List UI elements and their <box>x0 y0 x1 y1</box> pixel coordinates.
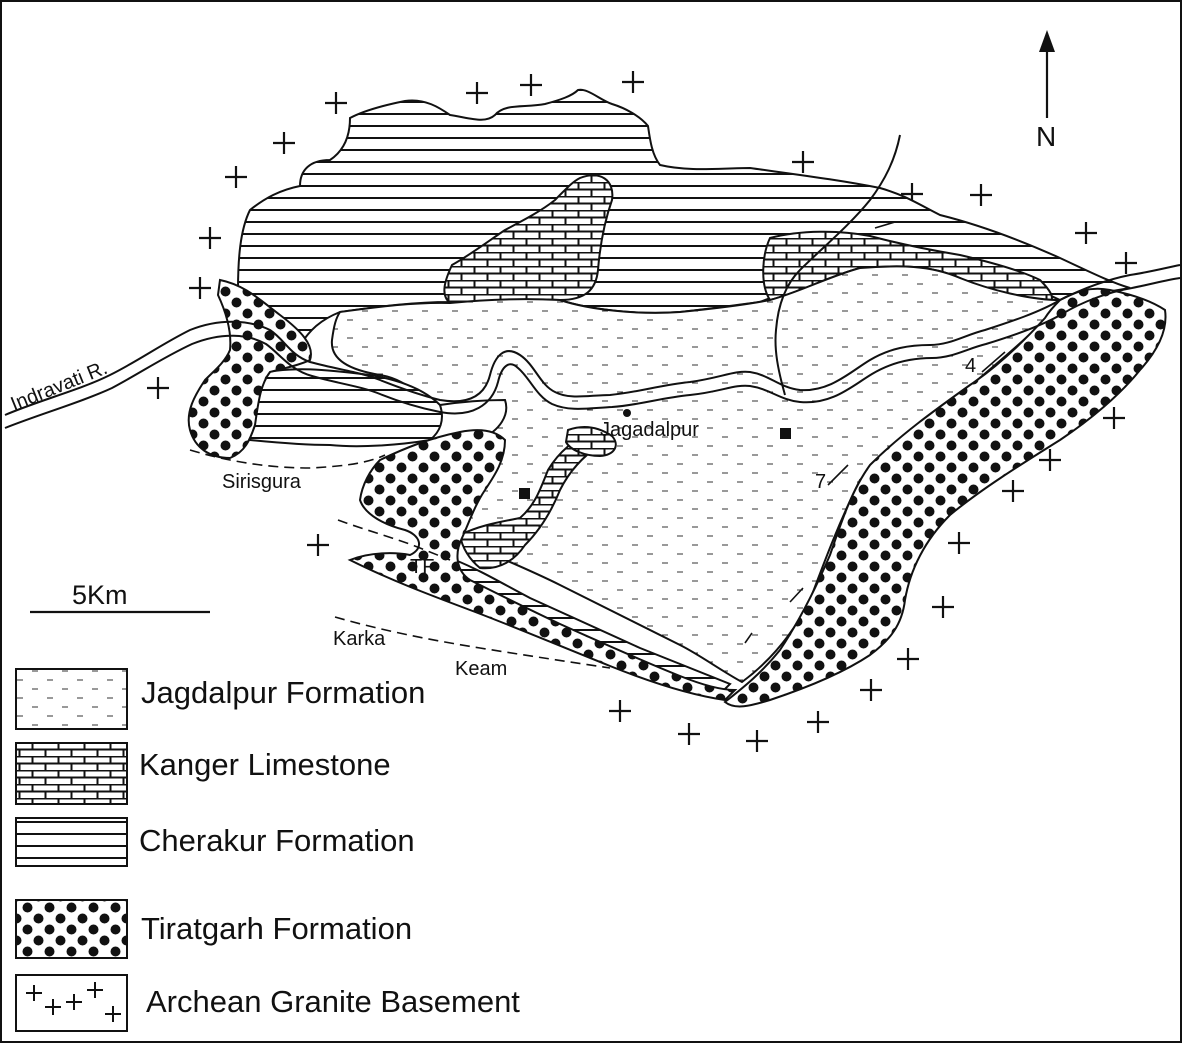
legend-swatch-crosses <box>15 974 128 1032</box>
legend-item-granite: Archean Granite Basement <box>15 974 520 1032</box>
legend-swatch-lines <box>15 817 128 867</box>
scale-bar: 5Km <box>30 580 210 614</box>
granite-crosses <box>147 71 1137 752</box>
legend-item-kanger: Kanger Limestone <box>15 742 391 805</box>
legend-label: Jagdalpur Formation <box>141 675 425 710</box>
keam-label: Keam <box>455 658 507 680</box>
river-label: Indravati R. <box>8 357 111 416</box>
jagadalpur-marker <box>780 428 791 439</box>
legend: Jagdalpur Formation Kanger Limestone Che… <box>15 668 520 1032</box>
legend-swatch-dashes <box>15 668 128 730</box>
dip-value-4: 4 <box>965 355 976 377</box>
tf-label: TF <box>410 556 434 578</box>
karka-label: Karka <box>333 628 386 650</box>
north-label: N <box>1036 121 1056 152</box>
dashed-contacts <box>189 449 611 669</box>
dip-symbols <box>744 221 1006 644</box>
legend-item-cherakur: Cherakur Formation <box>15 817 415 867</box>
tiratgarh-east <box>723 287 1167 708</box>
legend-swatch-brick <box>15 742 128 805</box>
indravati-river <box>4 264 1181 429</box>
kanger-limestone-south <box>458 430 602 570</box>
legend-item-tiratgarh: Tiratgarh Formation <box>15 899 412 959</box>
kanger-limestone-jagadalpur <box>564 426 617 458</box>
dip-value-7: 7 <box>815 471 826 493</box>
scale-label: 5Km <box>72 580 128 610</box>
jagadalpur-label: Jagadalpur <box>600 419 699 441</box>
tiratgarh-southwest <box>347 429 738 702</box>
legend-label: Tiratgarh Formation <box>141 911 412 946</box>
town-marker-south <box>519 488 530 499</box>
north-arrow: N <box>1036 30 1056 152</box>
tributary-stream <box>774 134 901 396</box>
tiratgarh-west <box>187 278 312 460</box>
legend-cross-icons <box>26 982 121 1022</box>
legend-label: Cherakur Formation <box>139 823 415 858</box>
sirisgura-label: Sirisgura <box>222 471 302 493</box>
legend-label: Archean Granite Basement <box>146 984 520 1019</box>
legend-swatch-dots <box>15 899 128 959</box>
legend-item-jagdalpur: Jagdalpur Formation <box>15 668 425 730</box>
legend-label: Kanger Limestone <box>139 747 391 782</box>
jagadalpur-dot <box>623 409 631 417</box>
